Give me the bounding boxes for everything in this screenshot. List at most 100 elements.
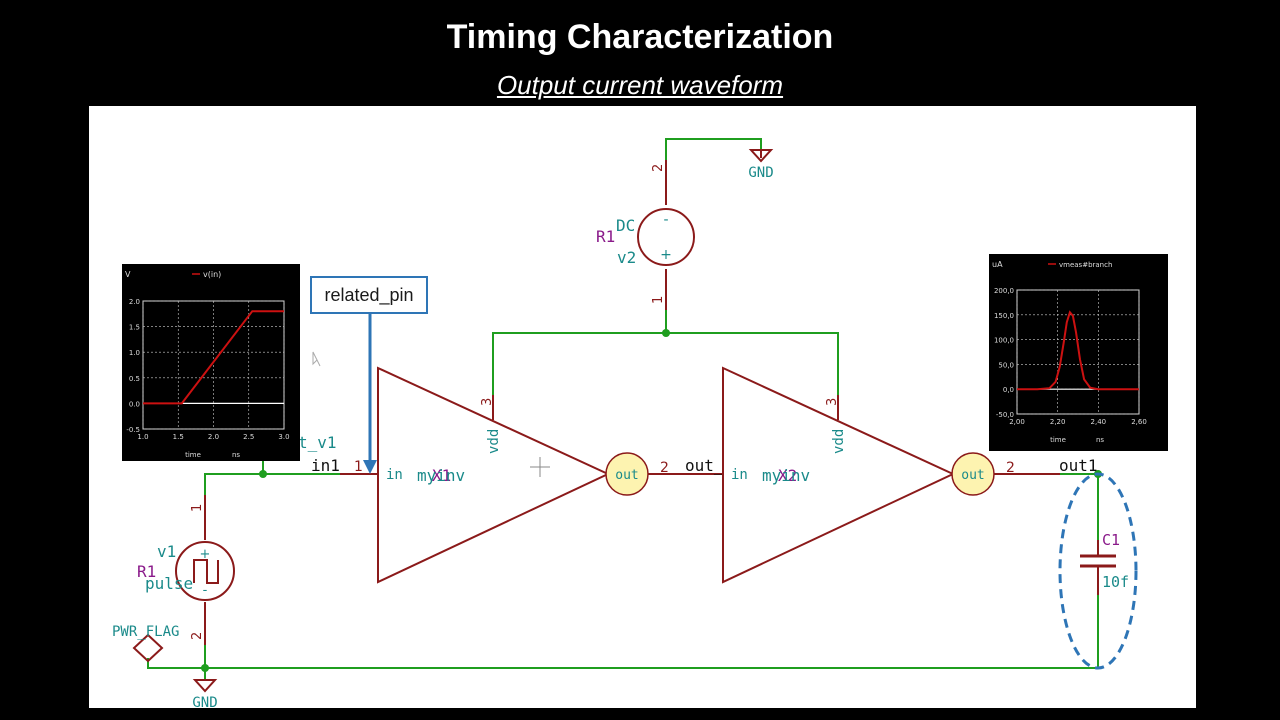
pulse-pin-top: 1 bbox=[190, 504, 205, 512]
plot-current-xunit: ns bbox=[1096, 436, 1104, 444]
plot-ytick-label: 1.5 bbox=[129, 324, 140, 332]
plot-vin-xunit: ns bbox=[232, 451, 240, 459]
dc-type: DC bbox=[616, 216, 635, 235]
slide-title: Timing Characterization bbox=[446, 18, 834, 56]
plot-xtick-label: 1.0 bbox=[137, 433, 148, 441]
inv2-model: myinv bbox=[762, 466, 810, 485]
net-in1: in1 bbox=[311, 456, 340, 475]
inv1-in-label: in bbox=[386, 467, 403, 483]
inv2-vdd-label: vdd bbox=[831, 429, 847, 454]
inv1-pin-out: 2 bbox=[660, 460, 669, 476]
callout-arrow-head bbox=[363, 460, 377, 474]
junction-vdd bbox=[662, 329, 670, 337]
cap-highlight-ellipse bbox=[1058, 472, 1138, 670]
pwr-flag-icon bbox=[132, 633, 164, 663]
pwr-flag-label: PWR_FLAG bbox=[112, 624, 179, 640]
inv1-ref: X1 bbox=[432, 466, 451, 485]
plot-ytick-label: -0.5 bbox=[126, 426, 140, 434]
inv1-pin-vdd: 3 bbox=[480, 398, 495, 406]
inverter-x2-icon bbox=[722, 366, 956, 584]
plot-current-ylabel: uA bbox=[992, 260, 1003, 269]
plot-ytick-label: 1.0 bbox=[129, 349, 140, 357]
plot-current-trace bbox=[1017, 310, 1139, 391]
plot-vin-ylabel: V bbox=[125, 270, 131, 279]
plot-ytick-label: 150,0 bbox=[994, 312, 1014, 320]
component-wiring bbox=[204, 150, 1060, 645]
junctions bbox=[201, 329, 1102, 672]
inv2-out-label: out bbox=[961, 468, 984, 483]
plot-ytick-label: 0.5 bbox=[129, 375, 140, 383]
plot-vin-legend: v(in) bbox=[203, 270, 221, 279]
plot-ytick-label: 0,0 bbox=[1003, 386, 1014, 394]
plot-ytick-label: 2.0 bbox=[129, 298, 140, 306]
wire-gnd-bottom bbox=[204, 640, 1098, 669]
gnd-bottom-label: GND bbox=[192, 695, 217, 711]
inv2-ref: X2 bbox=[778, 466, 797, 485]
plot-vin-xlabel: time bbox=[185, 451, 201, 459]
pointer-cursor-icon bbox=[312, 351, 321, 367]
cap-value: 10f bbox=[1102, 573, 1129, 591]
capacitor-c1-icon bbox=[1080, 540, 1116, 595]
inv2-pin-vdd: 3 bbox=[825, 398, 840, 406]
pulse-type: pulse bbox=[145, 574, 193, 593]
plot-vin-background bbox=[122, 264, 300, 461]
crosshair-cursor-icon bbox=[530, 457, 550, 477]
pulse-wave-icon bbox=[193, 559, 219, 584]
plot-current-legend: vmeas#branch bbox=[1059, 261, 1112, 269]
inv2-out-pad bbox=[951, 452, 995, 496]
plot-xtick-label: 2.5 bbox=[243, 433, 254, 441]
inv1-pin-in: 1 bbox=[354, 459, 363, 475]
dc-minus: - bbox=[663, 212, 668, 228]
pulse-pin-bottom: 2 bbox=[190, 632, 205, 640]
wire-out1 bbox=[1060, 473, 1099, 540]
junction-in1 bbox=[259, 470, 267, 478]
plot-xtick-label: 2,20 bbox=[1050, 418, 1066, 426]
plot-current-xlabel: time bbox=[1050, 436, 1066, 444]
plot-ytick-label: 200,0 bbox=[994, 287, 1014, 295]
dc-pin-top: 2 bbox=[651, 164, 666, 172]
dc-plus: + bbox=[660, 247, 672, 263]
pulse-plus: + bbox=[200, 547, 211, 562]
plot-current: uA vmeas#branch 2,00 2,20 2,40 2,60 200,0 150… bbox=[989, 254, 1168, 451]
cap-ref: C1 bbox=[1102, 531, 1120, 549]
plot-ytick-label: -50,0 bbox=[996, 411, 1014, 419]
pulse-source-icon bbox=[175, 541, 235, 601]
pulse-minus: - bbox=[203, 583, 208, 598]
wire-vdd-bus bbox=[492, 332, 839, 400]
net-out1: out1 bbox=[1059, 456, 1098, 475]
inv2-pin-out: 2 bbox=[1006, 460, 1015, 476]
plot-xtick-label: 2,40 bbox=[1091, 418, 1107, 426]
inv1-out-label: out bbox=[615, 468, 638, 483]
wire-pwr-flag bbox=[147, 658, 205, 669]
inv1-model: myinv bbox=[417, 466, 465, 485]
gnd-top-label: GND bbox=[748, 165, 773, 181]
dc-ref: R1 bbox=[596, 227, 615, 246]
plot-xtick-label: 2,60 bbox=[1131, 418, 1147, 426]
plot-vin-trace bbox=[143, 310, 284, 405]
gnd-bottom-icon bbox=[192, 679, 218, 693]
plot-xtick-label: 3.0 bbox=[278, 433, 289, 441]
junction-gnd bbox=[201, 664, 209, 672]
inv1-vdd-label: vdd bbox=[486, 429, 502, 454]
plot-xtick-label: 1.5 bbox=[173, 433, 184, 441]
dc-source-icon bbox=[637, 208, 695, 266]
dc-name: v2 bbox=[617, 248, 636, 267]
inv1-out-pad bbox=[605, 452, 649, 496]
wire-in1 bbox=[204, 473, 340, 520]
slide-subtitle: Output current waveform bbox=[496, 70, 784, 100]
plot-ytick-label: 100,0 bbox=[994, 337, 1014, 345]
pulse-ref: R1 bbox=[137, 562, 156, 581]
dc-pin-bottom: 1 bbox=[651, 296, 666, 304]
net-v1: t_v1 bbox=[298, 433, 337, 452]
wire-gnd-top bbox=[665, 138, 762, 169]
plot-xtick-label: 2,00 bbox=[1009, 418, 1025, 426]
gnd-top-icon bbox=[748, 149, 774, 163]
plot-ytick-label: 0.0 bbox=[129, 400, 140, 408]
plot-current-ticks: 2,00 2,20 2,40 2,60 200,0 150,0 100,0 50,0 0,0 -5… bbox=[994, 287, 1147, 426]
inv2-in-label: in bbox=[731, 467, 748, 483]
plot-ytick-label: 50,0 bbox=[998, 361, 1014, 369]
pulse-name: v1 bbox=[157, 542, 176, 561]
